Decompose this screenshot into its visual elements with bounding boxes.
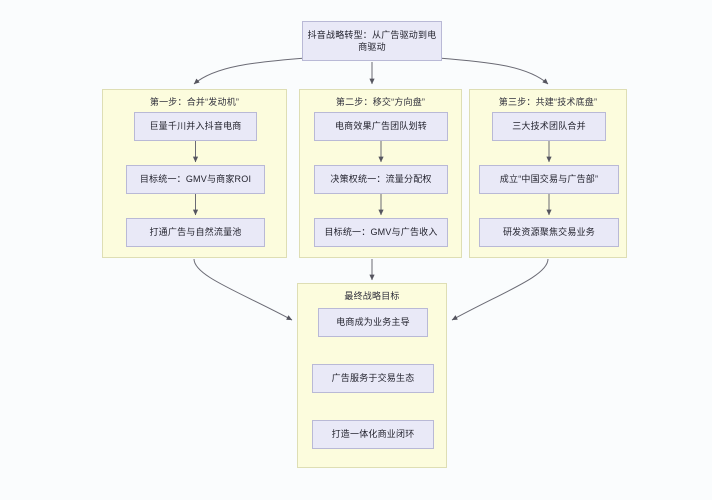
node-goal-3[interactable]: 打造一体化商业闭环 [312,420,434,449]
node-goal-2[interactable]: 广告服务于交易生态 [312,364,434,393]
group-step3-title: 第三步：共建“技术底盘” [498,97,598,107]
edge-step1-to-goal [193,258,293,321]
group-final-goal-title: 最终战略目标 [344,291,400,301]
group-step2-title: 第二步：移交“方向盘” [335,97,426,107]
node-step3-3[interactable]: 研发资源聚焦交易业务 [479,218,619,247]
group-step2[interactable]: 第二步：移交“方向盘” 电商效果广告团队划转 决策权统一：流量分配权 目标统一：… [299,89,462,258]
edge-root-to-step1 [193,57,307,85]
group-step3[interactable]: 第三步：共建“技术底盘” 三大技术团队合并 成立“中国交易与广告部” 研发资源聚… [469,89,627,258]
group-final-goal[interactable]: 最终战略目标 电商成为业务主导 广告服务于交易生态 打造一体化商业闭环 [297,283,447,468]
node-goal-1[interactable]: 电商成为业务主导 [318,308,428,337]
root-title-node[interactable]: 抖音战略转型：从广告驱动到电商驱动 [302,21,442,61]
node-step1-3[interactable]: 打通广告与自然流量池 [126,218,265,247]
node-step2-3[interactable]: 目标统一：GMV与广告收入 [314,218,448,247]
root-title-label: 抖音战略转型：从广告驱动到电商驱动 [307,29,437,52]
node-step3-2[interactable]: 成立“中国交易与广告部” [479,165,619,194]
node-step2-1[interactable]: 电商效果广告团队划转 [314,112,448,141]
node-step1-1[interactable]: 巨量千川并入抖音电商 [134,112,257,141]
node-step3-1[interactable]: 三大技术团队合并 [492,112,606,141]
group-step1-title: 第一步：合并“发动机” [149,97,240,107]
edge-step3-to-goal [451,258,549,321]
edge-root-to-step3 [437,57,549,85]
node-step2-2[interactable]: 决策权统一：流量分配权 [314,165,448,194]
group-step1[interactable]: 第一步：合并“发动机” 巨量千川并入抖音电商 目标统一：GMV与商家ROI 打通… [102,89,287,258]
node-step1-2[interactable]: 目标统一：GMV与商家ROI [126,165,265,194]
